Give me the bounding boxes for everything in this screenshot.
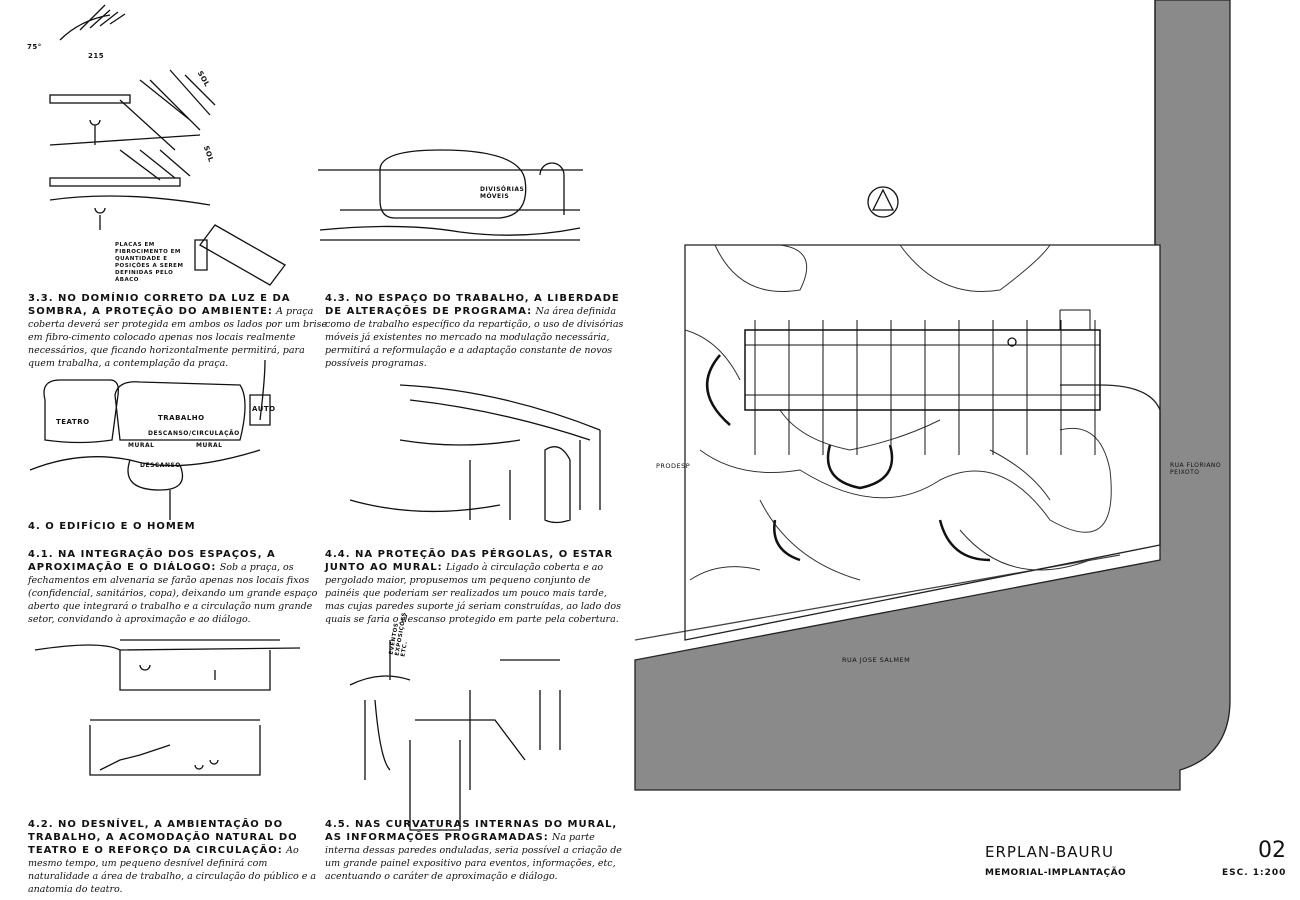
north-arrow (867, 186, 899, 218)
placas-label: PLACAS EM FIBROCIMENTO EM QUANTIDADE E P… (115, 242, 184, 283)
dimension-label: 215 (88, 52, 105, 60)
auto-label: AUTO (252, 405, 276, 413)
section-body: A praça coberta deverá ser protegida em … (28, 306, 328, 369)
section-heading: 4.5. Nas curvaturas internas do mural, a… (325, 819, 618, 843)
section-4-3: 4.3. No espaço do trabalho, a liberdade … (325, 292, 625, 370)
descanso-label: DESCANSO (140, 462, 181, 469)
teatro-label: TEATRO (56, 418, 90, 426)
section-sketch-divisorias (318, 149, 583, 241)
sheet-subtitle: MEMORIAL-IMPLANTAÇÃO (985, 868, 1127, 878)
rua-jose-label: RUA JOSE SALMEM (842, 656, 911, 664)
mural-label: MURAL (196, 442, 223, 449)
section-heading: 4.1. Na integração dos espaços, a aproxi… (28, 549, 276, 573)
section-body: Sob a praça, os fechamentos em alvenaria… (28, 562, 318, 625)
section-4-5: 4.5. Nas curvaturas internas do mural, a… (325, 818, 625, 883)
rua-floriano-label: RUA FLORIANO PEIXOTO (1170, 462, 1222, 476)
section-heading: 4.3. No espaço do trabalho, a liberdade … (325, 293, 620, 317)
section-body: Ao mesmo tempo, um pequeno desnível defi… (28, 845, 317, 895)
descanso-circulacao-label: DESCANSO/CIRCULAÇÃO (148, 430, 240, 437)
diagram-sketch (29, 359, 271, 520)
scale-label: ESC. 1:200 (1222, 868, 1287, 878)
sun-study-sketch (49, 4, 286, 286)
building-footprint (744, 329, 1101, 411)
angle-label: 75° (27, 43, 42, 51)
section-heading: 4.2. No desnível, a ambientação do traba… (28, 819, 298, 856)
section-body: Ligado à circulação coberta e ao pergola… (325, 562, 622, 625)
section-body: Na parte interna dessas paredes ondulada… (325, 832, 622, 882)
section-heading: 3.3. No domínio correto da luz e da somb… (28, 293, 291, 317)
divisorias-label: DIVISÓRIAS MÓVEIS (480, 186, 525, 200)
mural-label: MURAL (128, 442, 155, 449)
section-sketch-desnivel (34, 639, 301, 776)
section-3-3: 3.3. No domínio correto da luz e da somb… (28, 292, 328, 370)
site-boundary (684, 0, 1161, 641)
section-4: 4. O edifício e o homem (28, 520, 328, 533)
prodesp-label: PRODESP (656, 462, 691, 470)
sheet-number: 02 (1258, 838, 1286, 863)
curved-mural (705, 354, 991, 562)
site-plan (634, 0, 1231, 791)
mural-perspective-sketch (349, 640, 561, 831)
section-4-4: 4.4. Na proteção das pérgolas, o estar j… (325, 548, 625, 626)
project-title: ERPLAN-BAURU (985, 843, 1114, 861)
section-4-1: 4.1. Na integração dos espaços, a aproxi… (28, 548, 328, 626)
interior-perspective-sketch (349, 384, 601, 524)
section-body: Na área definida como de trabalho especí… (325, 306, 624, 369)
section-heading: 4.4. Na proteção das pérgolas, o estar j… (325, 549, 614, 573)
trabalho-label: TRABALHO (158, 414, 205, 422)
section-4-2: 4.2. No desnível, a ambientação do traba… (28, 818, 328, 896)
section-heading: 4. O edifício e o homem (28, 521, 196, 532)
